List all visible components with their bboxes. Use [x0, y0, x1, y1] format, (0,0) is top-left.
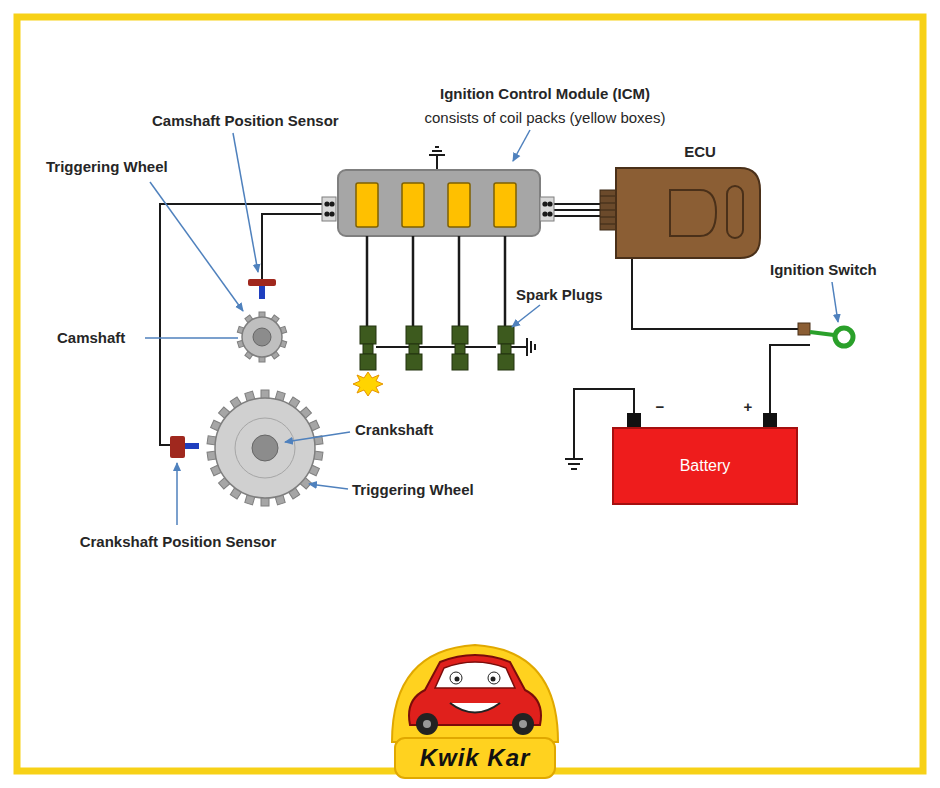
- component-title: Ignition Control Module (ICM): [440, 85, 650, 103]
- crankshaft-hub: [252, 435, 278, 461]
- part-label: Crankshaft: [355, 421, 433, 439]
- crankshaft-wheel: [215, 398, 315, 498]
- ecu-unit: [600, 168, 760, 258]
- frame: [17, 17, 923, 771]
- leader-line: [145, 130, 838, 525]
- part-label: Ignition Switch: [770, 261, 877, 279]
- part-label: ECU: [684, 143, 716, 161]
- node-label: Battery: [680, 457, 731, 475]
- battery-box: Battery: [612, 427, 798, 505]
- spark: [353, 372, 383, 396]
- crankshaft-ring: [235, 418, 295, 478]
- gear-teeth: [207, 390, 323, 506]
- camshaft-hub: [253, 328, 271, 346]
- coil-pack: [356, 183, 516, 227]
- connector-pins: [322, 197, 554, 221]
- ground-symbol: [429, 147, 583, 469]
- plug-leads: [367, 236, 505, 347]
- ignition-control-module: [338, 170, 540, 236]
- gear-teeth: [237, 312, 286, 362]
- part-label: Triggering Wheel: [352, 481, 474, 499]
- camshaft-sensor: [248, 279, 276, 299]
- part-label: Spark Plugs: [516, 286, 603, 304]
- part-label: Camshaft Position Sensor: [152, 112, 339, 130]
- camshaft-wheel: [242, 317, 282, 357]
- part-label: Triggering Wheel: [46, 158, 168, 176]
- logo: [392, 645, 558, 778]
- ignition-switch: [798, 323, 853, 346]
- battery-terminal: [627, 413, 641, 428]
- spark-plug: [360, 326, 514, 370]
- polarity-sign: −: [656, 398, 665, 416]
- part-label: Crankshaft Position Sensor: [78, 533, 278, 551]
- logo-text: Kwik Kar: [420, 744, 531, 773]
- battery-terminal: [763, 413, 777, 428]
- component-note: consists of coil packs (yellow boxes): [425, 109, 666, 127]
- part-label: Camshaft: [57, 329, 125, 347]
- polarity-sign: +: [744, 398, 753, 416]
- crankshaft-sensor: [170, 436, 199, 458]
